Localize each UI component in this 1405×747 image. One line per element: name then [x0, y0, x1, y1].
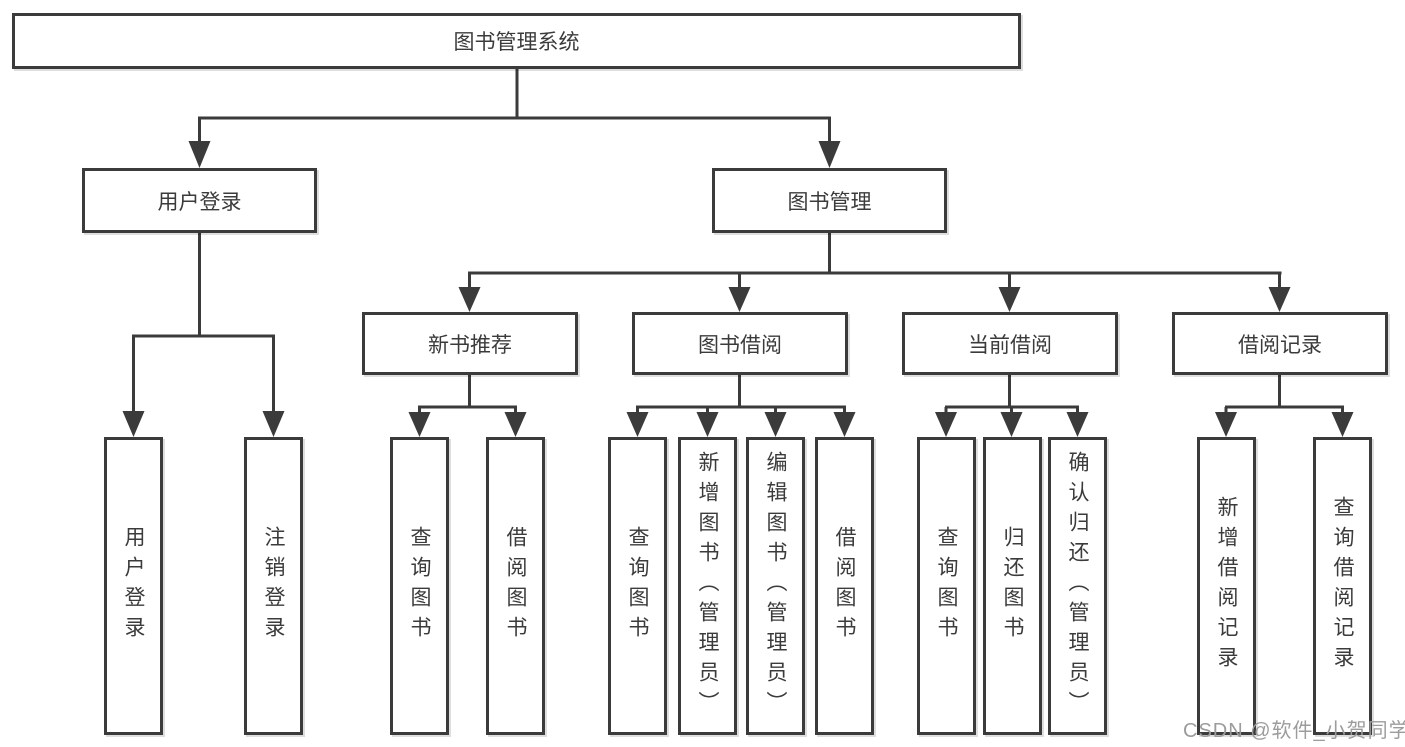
leaf-confirm-return-admin-label: 确认归还（管理员）: [1066, 451, 1090, 721]
leaf-borrow-books-label: 借阅图书: [833, 526, 857, 646]
leaf-return-book-label: 归还图书: [1001, 526, 1025, 646]
node-borrow-records: 借阅记录: [1172, 312, 1388, 375]
node-book-borrow-label: 图书借阅: [698, 333, 782, 357]
leaf-return-book: 归还图书: [983, 437, 1042, 735]
leaf-logout-label: 注销登录: [262, 526, 286, 646]
leaf-borrow-books-recommend-label: 借阅图书: [504, 526, 528, 646]
node-root: 图书管理系统: [12, 13, 1021, 69]
node-borrow-records-label: 借阅记录: [1238, 333, 1322, 357]
leaf-query-borrow-record-label: 查询借阅记录: [1331, 496, 1355, 676]
csdn-watermark: CSDN @软件_小贺同学: [1183, 720, 1405, 742]
leaf-edit-book-admin-label: 编辑图书（管理员）: [764, 451, 788, 721]
leaf-add-book-admin-label: 新增图书（管理员）: [696, 451, 720, 721]
leaf-query-books-borrow-label: 查询图书: [626, 526, 650, 646]
leaf-query-borrow-record: 查询借阅记录: [1313, 437, 1372, 735]
leaf-edit-book-admin: 编辑图书（管理员）: [746, 437, 805, 735]
node-user-login-label: 用户登录: [157, 190, 242, 214]
node-root-label: 图书管理系统: [453, 31, 580, 54]
leaf-add-book-admin: 新增图书（管理员）: [678, 437, 737, 735]
node-user-login: 用户登录: [82, 168, 317, 233]
node-new-book-recommend: 新书推荐: [362, 312, 578, 375]
leaf-add-borrow-record: 新增借阅记录: [1197, 437, 1256, 735]
leaf-add-borrow-record-label: 新增借阅记录: [1215, 496, 1239, 676]
node-book-borrow: 图书借阅: [632, 312, 848, 375]
leaf-user-login: 用户登录: [104, 437, 163, 735]
leaf-query-books-recommend-label: 查询图书: [408, 526, 432, 646]
leaf-query-books-borrow: 查询图书: [608, 437, 667, 735]
leaf-query-books-recommend: 查询图书: [390, 437, 449, 735]
leaf-query-books-current: 查询图书: [917, 437, 976, 735]
leaf-query-books-current-label: 查询图书: [935, 526, 959, 646]
node-current-borrow-label: 当前借阅: [968, 333, 1052, 357]
node-book-management: 图书管理: [712, 168, 947, 233]
leaf-confirm-return-admin: 确认归还（管理员）: [1048, 437, 1107, 735]
leaf-borrow-books-recommend: 借阅图书: [486, 437, 545, 735]
leaf-logout: 注销登录: [244, 437, 303, 735]
leaf-user-login-label: 用户登录: [122, 526, 146, 646]
node-book-management-label: 图书管理: [787, 190, 872, 214]
node-current-borrow: 当前借阅: [902, 312, 1118, 375]
node-new-book-recommend-label: 新书推荐: [428, 333, 512, 357]
leaf-borrow-books: 借阅图书: [815, 437, 874, 735]
